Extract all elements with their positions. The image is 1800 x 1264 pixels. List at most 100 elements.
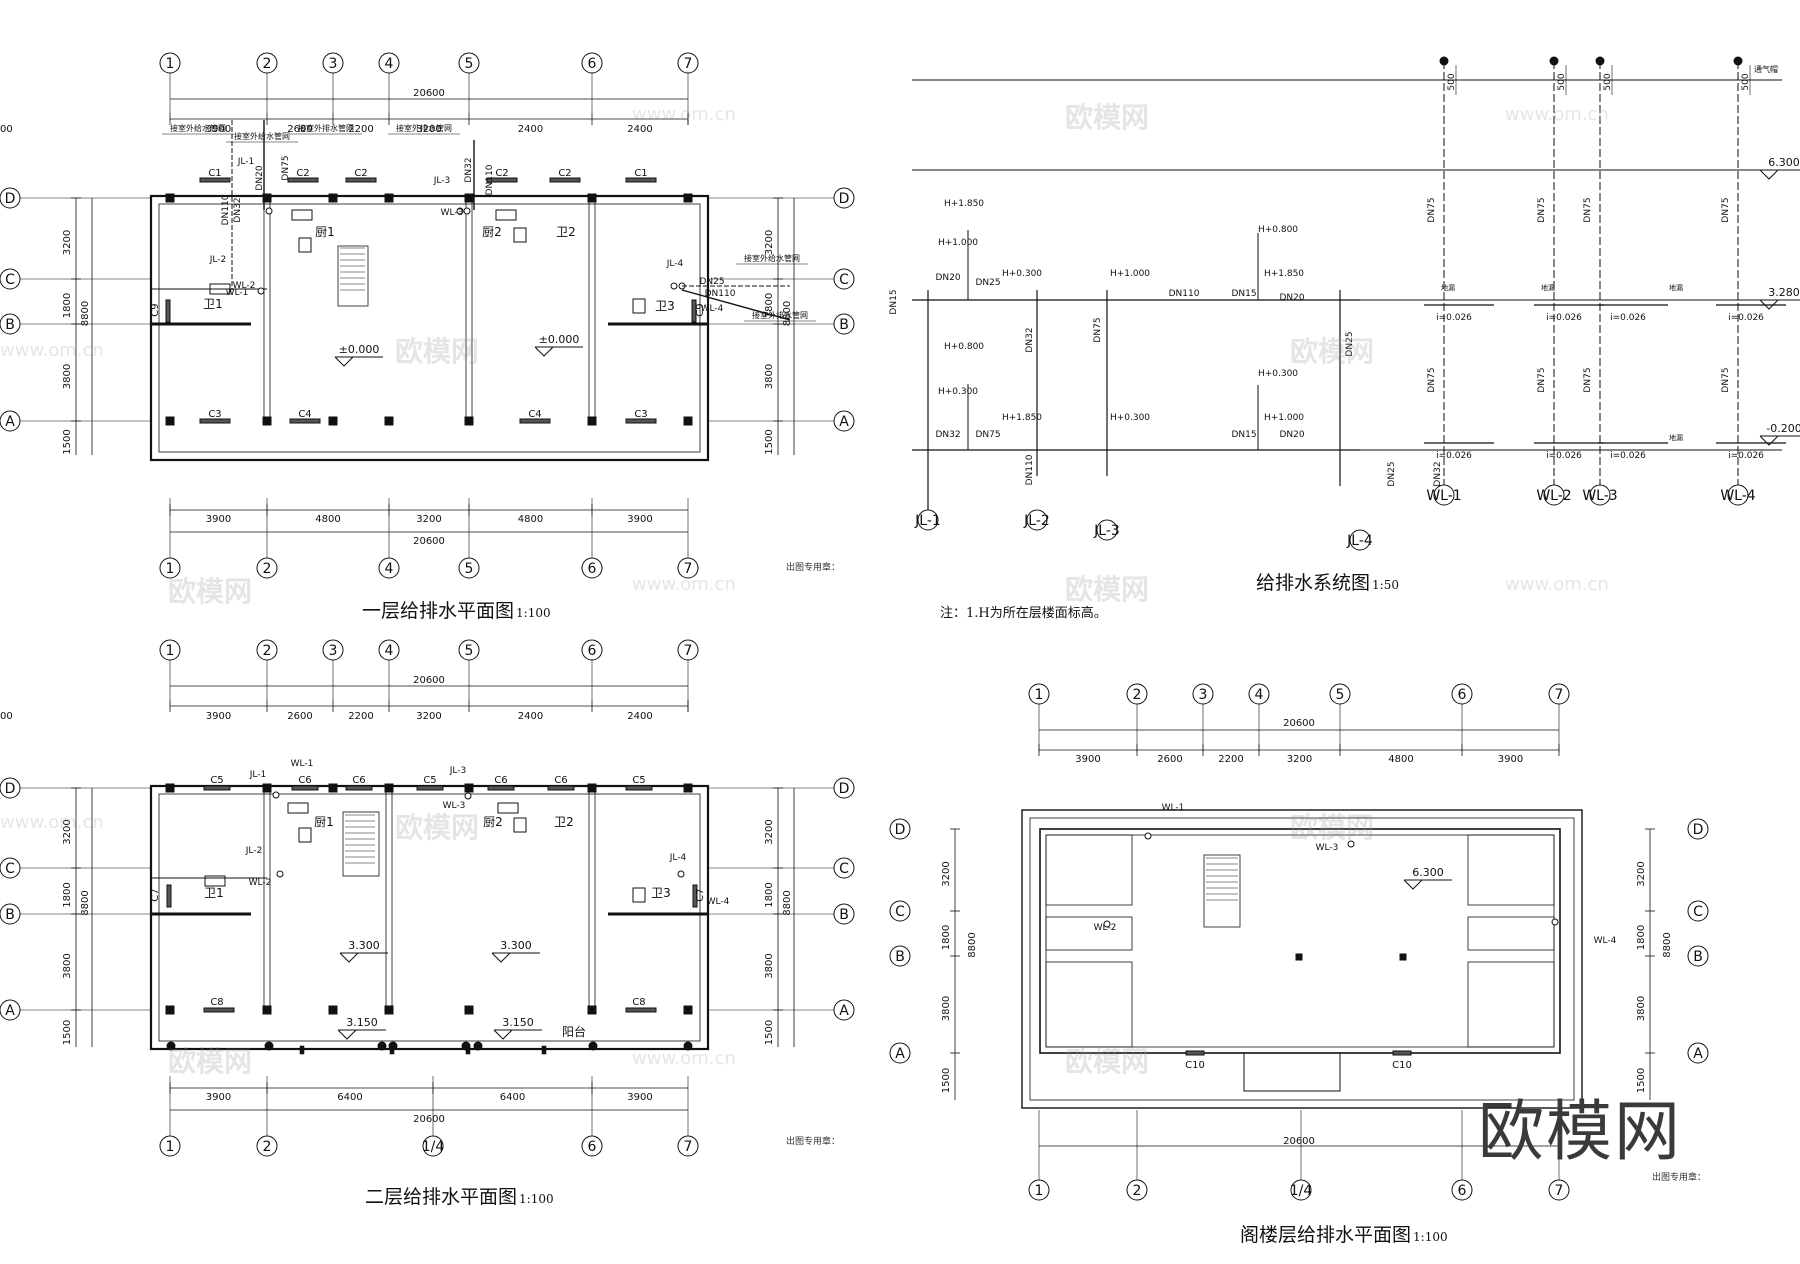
dim-value: 3200 bbox=[764, 819, 775, 844]
column bbox=[264, 1041, 274, 1051]
level-elevation-marker bbox=[1759, 169, 1779, 180]
riser-bubble bbox=[1349, 529, 1371, 551]
height-label: H+1.000 bbox=[1264, 413, 1304, 423]
dim-value: 3900 bbox=[206, 514, 231, 525]
slope-label: i=0.026 bbox=[1610, 451, 1646, 461]
dim-value: 3900 bbox=[206, 711, 231, 722]
riser-bubble-label: JL-2 bbox=[1023, 513, 1050, 529]
watermark-url: www.om.cn bbox=[1505, 574, 1609, 595]
axis-bubble-right bbox=[1687, 900, 1709, 922]
dormer-room bbox=[1467, 834, 1555, 906]
pipe-tag: WL-3 bbox=[443, 801, 466, 811]
window bbox=[416, 785, 444, 791]
slope-label: i=0.026 bbox=[1546, 313, 1582, 323]
axis-bubble-bottom-label: 6 bbox=[1458, 1183, 1467, 1199]
column bbox=[464, 1005, 474, 1015]
pipe-size: DN110 bbox=[1025, 454, 1035, 485]
floor-elevation-value: 3.300 bbox=[348, 939, 380, 952]
dim-total: 8800 bbox=[80, 890, 91, 915]
floor-elevation-marker bbox=[491, 952, 511, 963]
window bbox=[287, 177, 319, 183]
riser bbox=[276, 870, 284, 878]
watermark-url: www.om.cn bbox=[0, 340, 104, 361]
pipe-tag: JL-2 bbox=[245, 846, 262, 856]
stair-bay bbox=[1243, 1052, 1341, 1092]
toilet bbox=[632, 298, 646, 314]
axis-bubble-left-label: A bbox=[5, 414, 15, 430]
column bbox=[464, 416, 474, 426]
window bbox=[199, 418, 231, 424]
dim-value: 2600 bbox=[1157, 754, 1182, 765]
level-elevation-marker bbox=[1759, 435, 1779, 446]
pipe-tag: WL-3 bbox=[1316, 843, 1339, 853]
axis-bubble-bottom-label: 1 bbox=[1035, 1183, 1044, 1199]
system-note: 注：1.H为所在层楼面标高。 bbox=[940, 606, 1107, 621]
axis-bubble-bottom-label: 1/4 bbox=[1290, 1183, 1313, 1199]
roof-outline-inner bbox=[1029, 817, 1575, 1101]
dim-value: 2400 bbox=[627, 711, 652, 722]
dim-value: 3200 bbox=[62, 819, 73, 844]
inner-wall-line bbox=[158, 793, 701, 1042]
dim-value: 3800 bbox=[1636, 996, 1647, 1021]
axis-bubble-top-label: 1 bbox=[166, 643, 175, 659]
column bbox=[588, 1041, 598, 1051]
height-label: H+0.300 bbox=[938, 387, 978, 397]
dim-value: 3900 bbox=[1498, 754, 1523, 765]
pipe-size: DN110 bbox=[221, 194, 231, 225]
watermark-url: www.om.cn bbox=[632, 104, 736, 125]
height-label: H+1.850 bbox=[944, 199, 984, 209]
height-label: H+0.800 bbox=[1258, 225, 1298, 235]
column bbox=[683, 1005, 693, 1015]
inner-wall-line bbox=[158, 203, 701, 453]
dormer-room bbox=[1045, 834, 1133, 906]
axis-bubble-bottom-label: 2 bbox=[263, 1139, 272, 1155]
column bbox=[464, 193, 474, 203]
dim-total: 8800 bbox=[1662, 932, 1673, 957]
sink bbox=[204, 875, 226, 887]
axis-bubble-right-label: A bbox=[1693, 1046, 1703, 1062]
axis-bubble-left-label: B bbox=[895, 949, 905, 965]
dim-value: 3200 bbox=[62, 230, 73, 255]
stamp-attic: 出图专用章： bbox=[1652, 1173, 1707, 1183]
dim-value: 3800 bbox=[941, 996, 952, 1021]
axis-bubble-top-label: 7 bbox=[684, 56, 693, 72]
column bbox=[165, 193, 175, 203]
axis-bubble-right-label: B bbox=[839, 317, 849, 333]
column bbox=[328, 416, 338, 426]
axis-bubble-top-label: 1 bbox=[1035, 687, 1044, 703]
axis-bubble-right-label: A bbox=[839, 1003, 849, 1019]
riser bbox=[1347, 840, 1355, 848]
axis-bubble-right-label: D bbox=[1693, 822, 1704, 838]
pipe-size: DN110 bbox=[705, 289, 736, 299]
dim-total: 20600 bbox=[413, 536, 445, 547]
axis-bubble-bottom-label: 2 bbox=[263, 561, 272, 577]
dim-total: 20600 bbox=[1283, 718, 1315, 729]
window-label: C10 bbox=[1392, 1060, 1412, 1071]
sink bbox=[497, 802, 519, 814]
riser-bubble-label: WL-3 bbox=[1582, 488, 1617, 504]
axis-bubble-top-label: 5 bbox=[1336, 687, 1345, 703]
stair bbox=[342, 811, 380, 877]
window-label: C1 bbox=[634, 168, 647, 179]
balcony-elevation-marker bbox=[337, 1029, 357, 1040]
watermark: 欧模网 bbox=[1065, 101, 1150, 134]
room-name: 阳台 bbox=[562, 1024, 586, 1039]
window-label: C4 bbox=[298, 409, 311, 420]
watermark: 欧模网 bbox=[168, 1045, 253, 1078]
axis-bubble-left bbox=[889, 945, 911, 967]
window bbox=[547, 785, 575, 791]
stamp-first: 出图专用章： bbox=[786, 563, 841, 573]
window bbox=[165, 299, 171, 323]
axis-bubble-left-label: C bbox=[895, 904, 905, 920]
window bbox=[166, 884, 172, 908]
riser bbox=[1144, 832, 1152, 840]
stair bbox=[337, 245, 369, 307]
floor-drain-label: 地漏 bbox=[1669, 433, 1683, 442]
axis-bubble-top-label: 3 bbox=[1199, 687, 1208, 703]
dim-total: 20600 bbox=[413, 1114, 445, 1125]
height-label: H+0.300 bbox=[1110, 413, 1150, 423]
floor-elevation-marker bbox=[334, 356, 354, 367]
pipe-tag: WL-4 bbox=[701, 304, 724, 314]
riser-bubble-label: JL-1 bbox=[914, 513, 941, 529]
